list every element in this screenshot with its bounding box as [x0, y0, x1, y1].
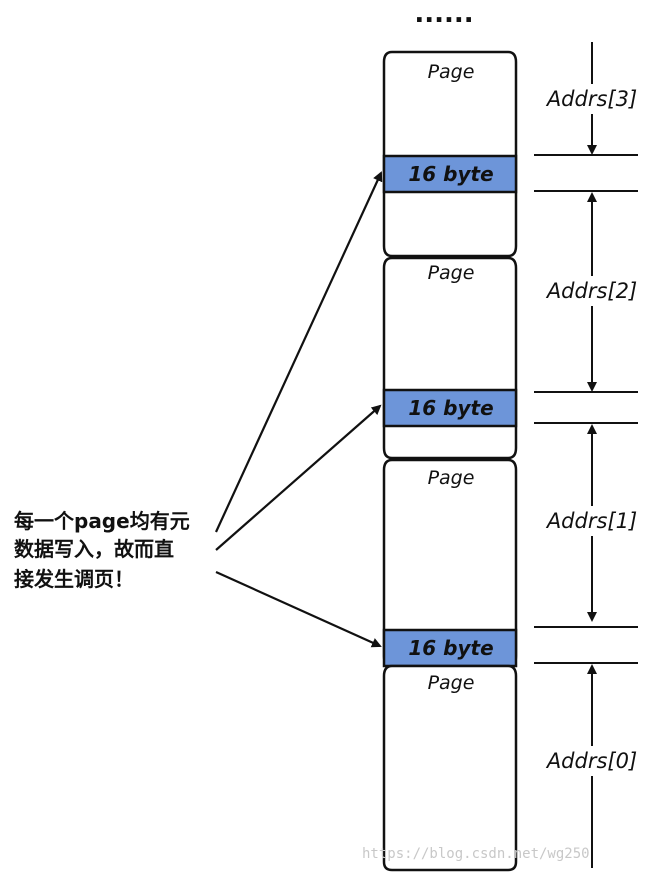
page-box-1: Page	[382, 458, 518, 668]
page-label: Page	[428, 61, 475, 83]
svg-text:Addrs[2]: Addrs[2]	[545, 279, 637, 303]
note-line-2: 数据写入，故而直	[14, 537, 174, 561]
metadata-block-1: 16 byte	[382, 628, 518, 668]
watermark-text: https://blog.csdn.net/wg250	[362, 846, 590, 862]
explanation-note: 每一个page均有元 数据写入，故而直 接发生调页！	[14, 509, 190, 591]
metadata-block-label: 16 byte	[408, 396, 493, 420]
svg-text:Addrs[0]: Addrs[0]	[545, 749, 637, 773]
addr-label-3: Addrs[3]	[540, 84, 644, 114]
addr-label-1: Addrs[1]	[540, 506, 644, 536]
page-label: Page	[428, 672, 475, 694]
svg-text:Addrs[1]: Addrs[1]	[545, 509, 637, 533]
page-box-2: Page	[382, 256, 518, 460]
svg-text:Addrs[3]: Addrs[3]	[545, 87, 637, 111]
page-label: Page	[428, 467, 475, 489]
addr-label-2: Addrs[2]	[540, 276, 644, 306]
metadata-block-label: 16 byte	[408, 162, 493, 186]
page-label: Page	[428, 262, 475, 284]
page-box-3: Page	[382, 50, 518, 258]
page-box-0: Page	[382, 664, 518, 872]
metadata-block-3: 16 byte	[382, 154, 518, 194]
metadata-block-label: 16 byte	[408, 636, 493, 660]
address-boundary-lines	[534, 154, 638, 664]
pointer-arrows	[215, 171, 383, 648]
metadata-block-2: 16 byte	[382, 388, 518, 428]
note-line-3: 接发生调页！	[14, 567, 134, 591]
note-line-1: 每一个page均有元	[14, 509, 190, 533]
addr-label-0: Addrs[0]	[540, 746, 644, 776]
top-ellipsis: ......	[414, 0, 473, 29]
